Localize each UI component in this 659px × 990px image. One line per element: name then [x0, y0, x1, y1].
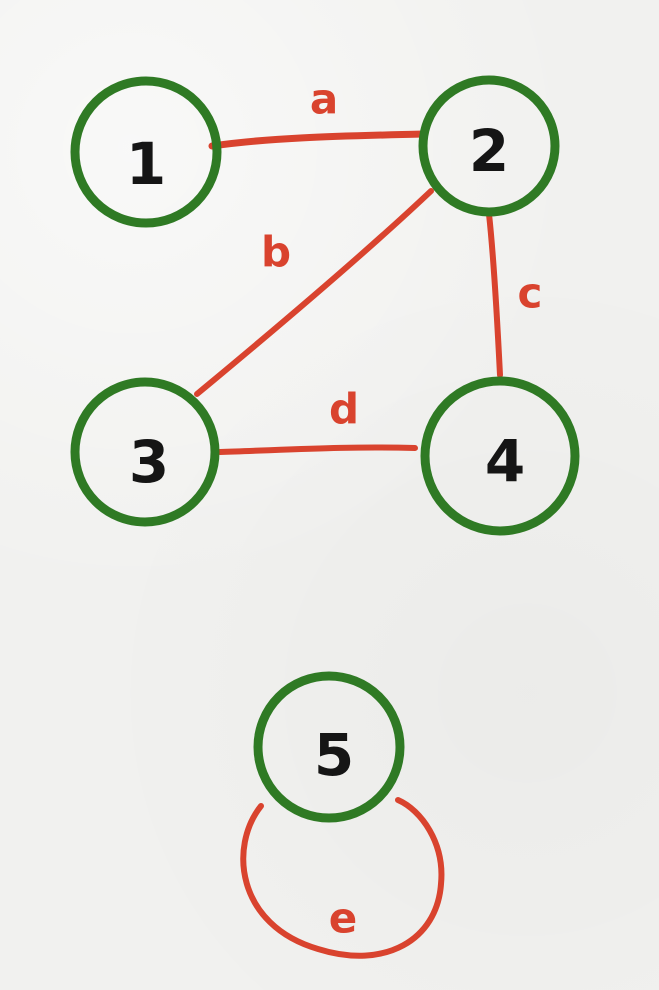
- node-1-circle: [70, 76, 222, 228]
- node-4-circle: [420, 376, 580, 536]
- node-3-circle: [70, 377, 220, 527]
- edge-b-label: b: [261, 228, 291, 277]
- edge-c: [486, 211, 503, 378]
- edge-e-label: e: [329, 894, 358, 943]
- node-5-circle: [253, 671, 405, 823]
- edge-d: [217, 444, 418, 455]
- node-2-circle: [418, 75, 560, 217]
- edge-b: [194, 188, 434, 397]
- node-2-label: 2: [469, 117, 509, 185]
- node-3-label: 3: [129, 428, 169, 496]
- edge-c-label: c: [518, 269, 543, 318]
- edge-a: [208, 130, 427, 150]
- node-1-label: 1: [126, 130, 166, 198]
- edge-d-label: d: [329, 385, 359, 434]
- edge-e: [240, 797, 445, 959]
- edge-a-label: a: [310, 75, 338, 124]
- node-5-label: 5: [314, 721, 354, 789]
- node-4-label: 4: [485, 427, 525, 495]
